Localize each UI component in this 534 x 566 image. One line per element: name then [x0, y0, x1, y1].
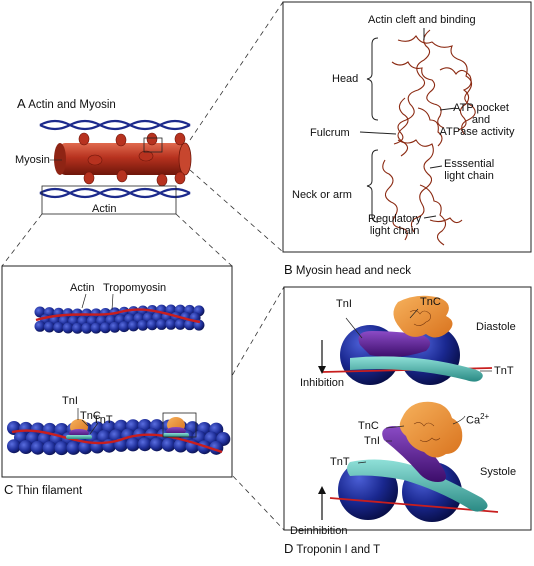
panel-c-caption: C Thin filament [4, 482, 82, 497]
actin-bead [161, 437, 176, 452]
calcium-symbol: Ca [466, 414, 481, 427]
actin-bead [78, 440, 93, 455]
panel-d-leader-lines [345, 308, 492, 464]
head-label: Head [332, 73, 359, 85]
troponin-complex-right [163, 417, 189, 437]
actin-bead [42, 441, 57, 456]
thin-filament-upper [34, 304, 205, 334]
actin-bead [30, 440, 45, 455]
diastole-state [321, 295, 493, 385]
actin-bead [43, 321, 55, 333]
panel-b-box [282, 1, 532, 253]
actin-highlight-box [41, 185, 177, 215]
fulcrum-label: Fulcrum [310, 127, 350, 139]
atp-pocket-line1: ATP pocket [453, 102, 509, 114]
actin-bead [137, 437, 152, 452]
essential-light-chain-label: Esssential light chain [444, 158, 494, 182]
actin-bead [156, 318, 168, 330]
panel-b-letter: B [284, 262, 293, 277]
tropomyosin-strand-lower [11, 429, 223, 454]
actin-bead [184, 319, 196, 331]
systole-state [329, 401, 499, 522]
actin-bead [90, 322, 102, 334]
panel-d-tnc2-label: TnC [358, 420, 379, 432]
actin-bead [173, 438, 188, 453]
atp-pocket-line2: and [471, 114, 491, 126]
panel-a-letter: A [17, 96, 26, 111]
actin-bead [53, 322, 65, 334]
actin-bead [149, 437, 164, 452]
panel-c-tnc-label: TnC [80, 410, 101, 422]
deinhibition-arrow [318, 486, 326, 520]
panel-d-tni-label: TnI [336, 298, 352, 310]
actin-bead [128, 320, 139, 332]
actin-bead [137, 319, 149, 331]
actin-filament-bottom [39, 187, 191, 199]
troponin-complex-left [66, 419, 92, 439]
myosin-label: Myosin [15, 154, 50, 166]
panel-d-tni2-label: TnI [364, 435, 380, 447]
regulatory-line2: light chain [369, 225, 420, 237]
actin-bead [174, 318, 186, 330]
panel-d-caption: D Troponin I and T [284, 541, 380, 556]
actin-bead [66, 440, 81, 455]
panel-c-actin-label: Actin [70, 282, 95, 294]
actin-bead [165, 318, 177, 330]
regulatory-light-chain-label: Regulatory light chain [368, 213, 421, 237]
systole-label: Systole [480, 466, 517, 478]
regulatory-line1: Regulatory [368, 213, 422, 225]
essential-line2: light chain [444, 170, 494, 182]
atp-pocket-line3: ATPase activity [439, 126, 515, 138]
actin-bead [62, 322, 74, 334]
myosin-head-highlight-box [143, 137, 163, 153]
panel-b-brackets [359, 28, 457, 223]
inhibition-label: Inhibition [300, 377, 345, 389]
panel-c-tropomyosin-label: Tropomyosin [103, 282, 167, 294]
actin-cleft-label: Actin cleft and binding [368, 14, 476, 26]
myosin-filament [54, 142, 192, 176]
troponin-highlight-box [162, 412, 197, 438]
inhibition-arrow [318, 340, 326, 374]
panel-d-tnt-label: TnT [494, 365, 514, 377]
panel-c-tnt-label: TnT [93, 414, 113, 426]
atp-pocket-label: ATP pocket and ATPase activity [440, 102, 516, 138]
actin-bead [126, 437, 140, 452]
actin-bead [109, 321, 121, 333]
actin-bead [34, 306, 46, 318]
myosin-head-ribbon [382, 29, 476, 246]
panel-d-tnc-label: TnC [420, 296, 441, 308]
actin-bead [71, 322, 83, 334]
calcium-label: Ca2+ [466, 411, 489, 427]
actin-bead [18, 440, 33, 455]
panel-b-title: Myosin head and neck [295, 265, 411, 277]
actin-bead [118, 321, 130, 333]
essential-line1: Esssential [444, 158, 495, 170]
neck-label: Neck or arm [292, 189, 352, 201]
deinhibition-label: Deinhibition [290, 525, 348, 537]
panel-c-letter: C [4, 482, 14, 497]
actin-bead [99, 322, 111, 334]
actin-bead [7, 439, 21, 454]
panel-c-title: Thin filament [16, 485, 83, 497]
panel-b-caption: B Myosin head and neck [284, 262, 411, 277]
calcium-charge: 2+ [480, 412, 490, 421]
panel-d-title: Troponin I and T [296, 544, 381, 556]
myosin-heads [78, 132, 186, 187]
tropomyosin-strand-upper [35, 308, 201, 324]
actin-filament-top [39, 119, 191, 131]
actin-bead [54, 441, 69, 456]
thin-filament-lower [7, 412, 231, 456]
panel-d-letter: D [284, 541, 294, 556]
actin-bead [146, 319, 158, 331]
diastole-label: Diastole [476, 321, 516, 333]
actin-bead [34, 320, 46, 332]
panel-c-leader-lines [77, 293, 114, 435]
panel-d-tnt2-label: TnT [330, 456, 350, 468]
actin-bead [81, 322, 93, 334]
actin-label: Actin [92, 203, 117, 215]
panel-a-title: Actin and Myosin [28, 99, 116, 111]
panel-a-caption: A Actin and Myosin [17, 96, 116, 111]
panel-c-tni-label: TnI [62, 395, 78, 407]
